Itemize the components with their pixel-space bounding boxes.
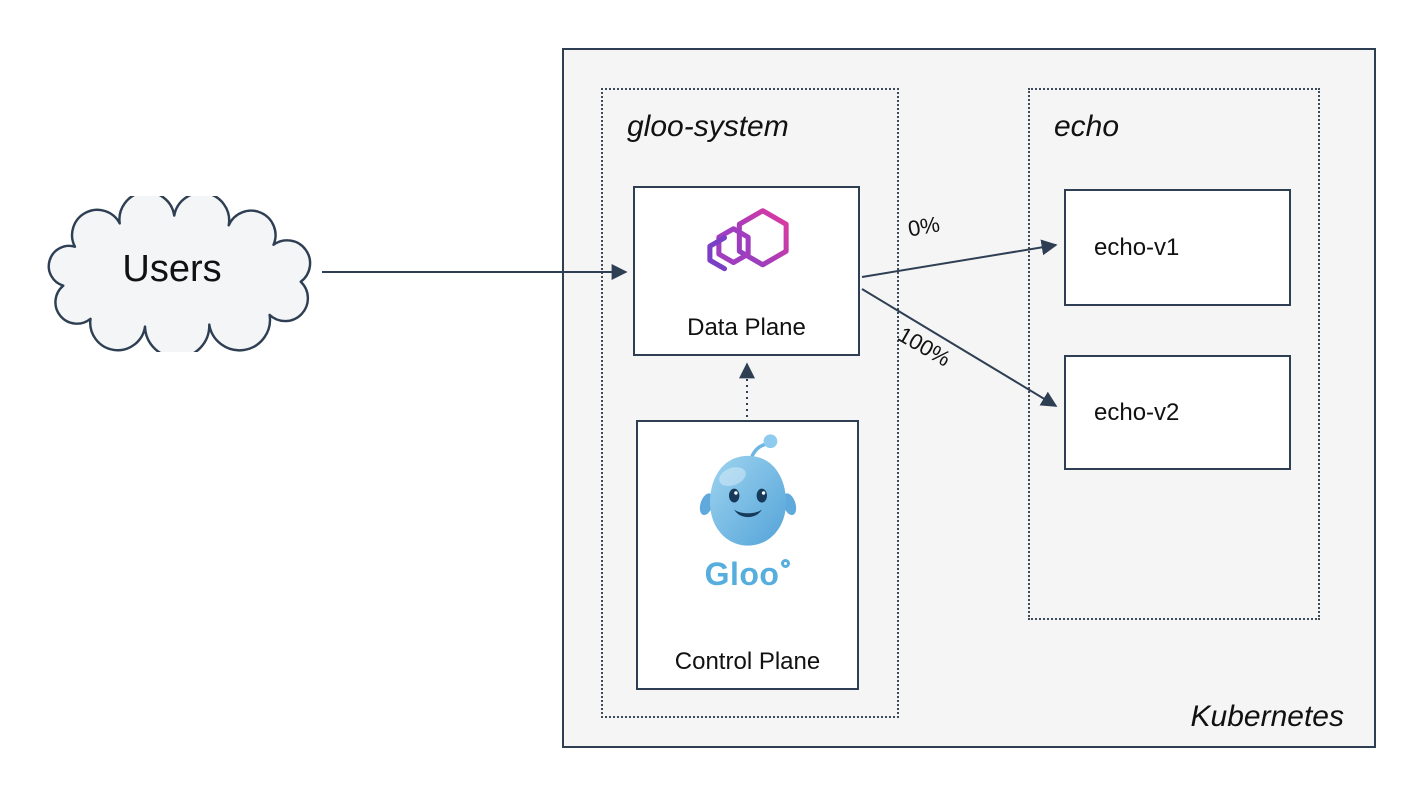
kubernetes-label: Kubernetes (1190, 700, 1344, 733)
control-plane-label: Control Plane (674, 648, 821, 675)
echo-v2-node: echo-v2 (1064, 355, 1291, 470)
gloo-mascot-icon (699, 434, 796, 546)
gloo-wordmark: Gloo (705, 558, 791, 590)
edge-weight-v1-label: 0% (905, 211, 942, 242)
echo-v2-label: echo-v2 (1094, 398, 1180, 426)
users-label: Users (122, 248, 222, 290)
gloo-wordmark-text: Gloo (704, 556, 780, 592)
namespace-echo-label: echo (1054, 110, 1120, 143)
data-plane-label: Data Plane (687, 314, 806, 341)
namespace-echo: echo (1028, 88, 1320, 620)
echo-v1-label: echo-v1 (1094, 233, 1180, 261)
gloo-proxy-hexagons-icon (706, 208, 789, 272)
data-plane-node: Data Plane (633, 186, 860, 356)
users-cloud-shape (47, 196, 312, 352)
namespace-gloo-system-label: gloo-system (627, 110, 789, 143)
control-plane-node: Gloo Control Plane (636, 420, 859, 690)
gloo-wordmark-ring-icon (781, 559, 791, 568)
echo-v1-node: echo-v1 (1064, 189, 1291, 306)
